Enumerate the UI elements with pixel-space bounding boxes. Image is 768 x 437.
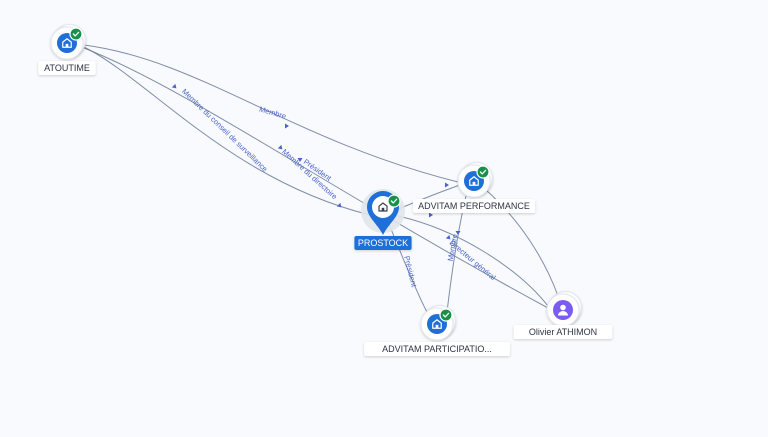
verified-check-icon — [439, 308, 453, 322]
edge-arrow-icon — [277, 144, 283, 150]
edge-arrow-icon — [455, 231, 461, 235]
node-label: ADVITAM PARTICIPATIO... — [364, 342, 510, 356]
person-icon — [558, 304, 568, 316]
node-label-text: ADVITAM PERFORMANCE — [418, 201, 530, 211]
edge-prostock-advitam-participations[interactable]: Président — [387, 221, 429, 315]
edge-arrow-icon — [171, 83, 177, 89]
verified-check-icon — [69, 27, 83, 41]
node-label-text: PROSTOCK — [358, 238, 408, 248]
node-olivier-athimon[interactable]: Olivier ATHIMON — [513, 291, 613, 340]
node-label: ATOUTIME — [38, 61, 96, 75]
edge-prostock-olivier-athimon[interactable]: Directeur général — [397, 215, 549, 307]
edge-line — [397, 215, 549, 307]
node-label-text: Olivier ATHIMON — [529, 327, 597, 337]
edge-line — [83, 44, 459, 183]
edge-line — [83, 46, 371, 216]
building-icon — [469, 176, 479, 186]
edge-label: Membre — [258, 104, 287, 120]
node-advitam-performance[interactable]: ADVITAM PERFORMANCE — [412, 162, 536, 214]
node-label: PROSTOCK — [354, 236, 412, 250]
edge-line — [387, 221, 429, 315]
edge-label: Président — [402, 255, 419, 289]
edge-arrow-icon — [336, 202, 342, 208]
edge-label: Membre du conseil de surveillance — [180, 87, 269, 174]
node-label: ADVITAM PERFORMANCE — [412, 199, 536, 213]
edge-arrow-icon — [285, 123, 289, 129]
node-label-text: ADVITAM PARTICIPATIO... — [382, 344, 492, 354]
node-label-text: ATOUTIME — [44, 63, 90, 73]
edge-atoutime-advitam-performance[interactable]: Membre — [83, 44, 459, 183]
node-prostock[interactable]: PROSTOCK — [354, 189, 412, 250]
edge-arrow-icon — [297, 158, 303, 162]
edge-arrow-icon — [429, 212, 433, 218]
edge-arrow-icon — [445, 234, 451, 240]
building-pin-icon — [378, 202, 388, 212]
nodes-layer: ATOUTIME PROSTOCK ADVITAM PERFORMANCE ADVIT… — [38, 24, 613, 357]
edge-line — [83, 47, 549, 309]
edge-arrow-icon — [445, 182, 449, 188]
building-icon — [432, 319, 442, 329]
node-advitam-participations[interactable]: ADVITAM PARTICIPATIO... — [364, 305, 510, 357]
node-atoutime[interactable]: ATOUTIME — [38, 24, 96, 76]
node-label: Olivier ATHIMON — [513, 325, 613, 339]
verified-check-icon — [387, 194, 401, 208]
verified-check-icon — [476, 165, 490, 179]
building-icon — [62, 38, 72, 48]
